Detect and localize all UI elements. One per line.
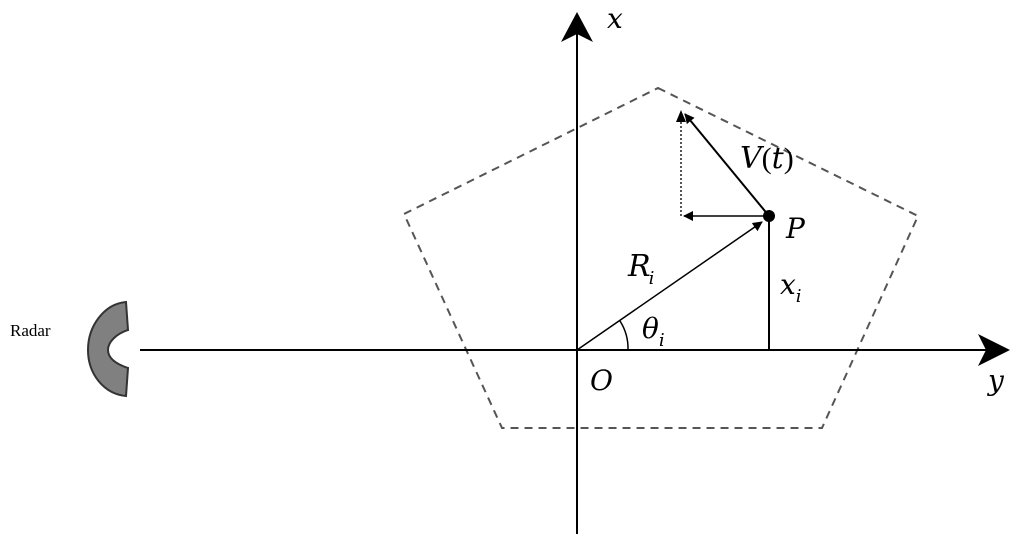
range-label: Ri bbox=[627, 249, 654, 289]
angle-arc bbox=[619, 320, 629, 351]
velocity-vector-line bbox=[684, 113, 770, 217]
y-axis-label: y bbox=[986, 364, 1005, 397]
point-label: P bbox=[785, 212, 806, 245]
angle-symbol: θ bbox=[642, 312, 659, 345]
height-label: xi bbox=[780, 268, 802, 307]
velocity-open-paren: ( bbox=[762, 142, 772, 175]
radar-dish-icon bbox=[86, 300, 130, 398]
velocity-symbol: V bbox=[740, 141, 765, 176]
range-subscript: i bbox=[649, 268, 655, 289]
height-subscript: i bbox=[796, 286, 802, 307]
origin-label: O bbox=[590, 364, 613, 397]
x-axis-arrowhead bbox=[561, 12, 593, 42]
range-symbol: R bbox=[627, 249, 651, 284]
y-axis-arrowhead bbox=[978, 334, 1010, 366]
velocity-label: V(t) bbox=[740, 141, 794, 176]
angle-subscript: i bbox=[659, 330, 665, 351]
velocity-argument: t bbox=[772, 141, 785, 176]
target-point bbox=[763, 210, 775, 222]
range-vector-line bbox=[576, 221, 763, 351]
x-axis-label: x bbox=[607, 2, 623, 35]
target-region-pentagon bbox=[402, 86, 920, 429]
angle-label: θi bbox=[642, 312, 665, 351]
radar-label: Radar bbox=[10, 321, 51, 340]
height-symbol: x bbox=[780, 268, 796, 301]
velocity-close-paren: ) bbox=[784, 142, 794, 175]
velocity-vertical-arrowhead bbox=[676, 110, 686, 122]
